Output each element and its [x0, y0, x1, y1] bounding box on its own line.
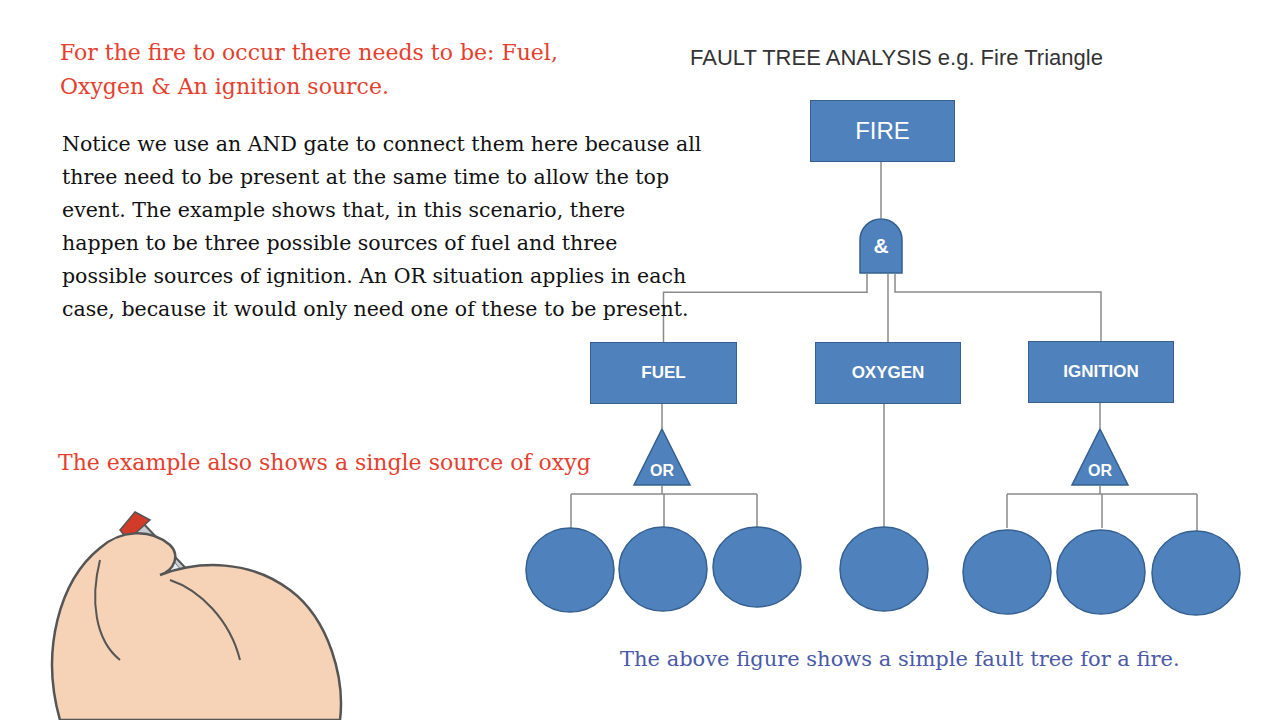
event-box: FUEL	[590, 342, 737, 404]
event-box: OXYGEN	[815, 342, 961, 404]
branch-lines	[571, 404, 1197, 532]
node-label: IGNITION	[1063, 362, 1139, 382]
event-box: IGNITION	[1028, 341, 1174, 403]
tree-connector	[1099, 403, 1101, 428]
and-gate: &	[859, 218, 903, 274]
tree-connector	[895, 274, 1101, 341]
oxygen-note: The example also shows a single source o…	[58, 446, 598, 480]
or-gate: OR	[633, 428, 691, 486]
node-label: OR	[650, 462, 674, 480]
tree-connector	[661, 404, 663, 428]
top-event-box: FIRE	[810, 100, 955, 162]
tree-connector	[887, 274, 889, 342]
node-label: FUEL	[641, 363, 685, 383]
drawing-hand	[52, 512, 341, 720]
intro-note: For the fire to occur there needs to be:…	[60, 36, 620, 104]
diagram-title: FAULT TREE ANALYSIS e.g. Fire Triangle	[690, 45, 1103, 71]
explanation-text: Notice we use an AND gate to connect the…	[62, 128, 702, 326]
tree-connector	[880, 162, 882, 218]
node-label: FIRE	[855, 117, 910, 145]
figure-caption: The above figure shows a simple fault tr…	[620, 647, 1180, 671]
basic-events	[526, 527, 1240, 615]
or-gate: OR	[1071, 428, 1129, 486]
node-label: &	[873, 234, 888, 258]
node-label: OR	[1088, 462, 1112, 480]
node-label: OXYGEN	[852, 363, 925, 383]
tree-connector	[664, 274, 868, 342]
